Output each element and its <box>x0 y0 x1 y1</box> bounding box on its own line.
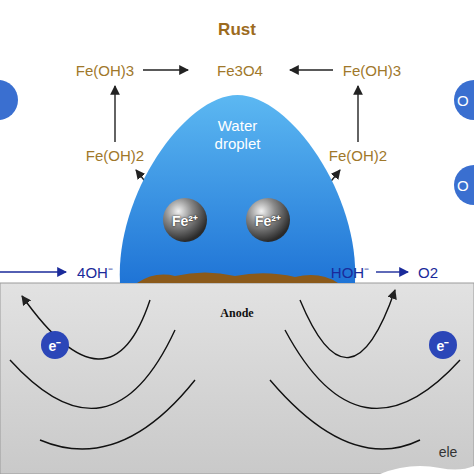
node-text: Fe²⁺ <box>172 211 198 230</box>
rust-layer <box>137 273 338 284</box>
electron-symbol: e⁻ <box>41 331 69 359</box>
water-droplet: Water dropletFe²⁺ Fe²⁺ <box>115 95 360 285</box>
electron-symbol: e⁻ <box>429 331 457 359</box>
ion-label: HOH⁻ <box>331 262 369 282</box>
compound-label: Fe3O4 <box>217 62 263 79</box>
metal-edge <box>380 466 474 474</box>
iron-ion: Fe²⁺ <box>163 198 207 242</box>
electron-circle <box>429 331 457 359</box>
iron-ion: Fe²⁺ <box>246 198 290 242</box>
anode-label: Anode <box>220 306 253 321</box>
node-text: O <box>457 92 469 109</box>
edge-circle <box>0 80 18 120</box>
compound-label: Fe(OH)2 <box>86 147 144 164</box>
electron-circle <box>41 331 69 359</box>
diagram-title: Rust <box>218 20 256 40</box>
ion-label: 4OH⁻ <box>77 262 113 282</box>
sphere-shape <box>246 198 290 242</box>
node-text: e⁻ <box>437 336 450 355</box>
droplet-shape <box>120 95 356 283</box>
edge-circle <box>454 80 474 120</box>
cut-label: ele <box>439 444 458 460</box>
edge-circle-node: O <box>452 80 474 120</box>
compound-label: Fe(OH)3 <box>343 62 401 79</box>
node-text: e⁻ <box>49 336 62 355</box>
electron-flow-arcs <box>10 290 460 449</box>
node-text: Water droplet <box>203 117 273 153</box>
compound-label: Fe(OH)2 <box>329 147 387 164</box>
sphere-shape <box>163 198 207 242</box>
node-text: Fe²⁺ <box>255 211 281 230</box>
compound-label: Fe(OH)3 <box>76 62 134 79</box>
metal-surface <box>0 283 474 474</box>
edge-circle-node: O <box>452 165 474 205</box>
edge-circle <box>454 165 474 205</box>
node-text: O <box>457 177 469 194</box>
ion-label: O2 <box>418 264 438 281</box>
